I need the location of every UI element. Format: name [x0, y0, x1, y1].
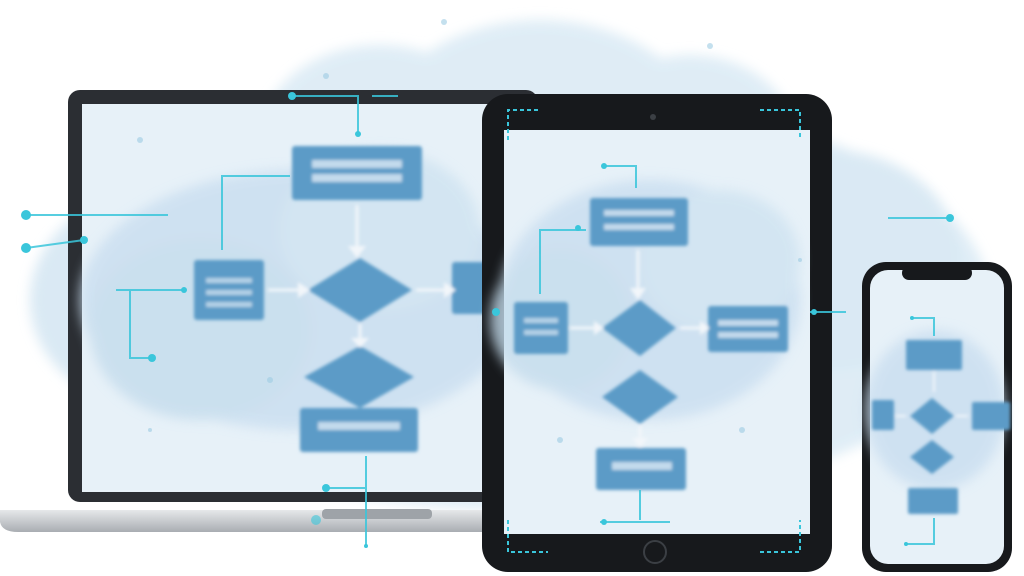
connector-lines: [25, 95, 950, 546]
flowchart-node: [292, 146, 422, 200]
tablet-corner-brackets: [507, 109, 801, 553]
tablet-flowchart: [514, 198, 788, 490]
phone-flowchart: [872, 340, 1010, 514]
flowchart-decision: [602, 300, 676, 356]
flowchart-decision: [308, 258, 412, 322]
flowchart-decision: [304, 346, 414, 408]
flowchart-node: [906, 340, 962, 370]
flowchart-decision: [602, 370, 678, 424]
laptop-icon: [0, 90, 540, 532]
flowchart-node: [708, 306, 788, 352]
laptop-trackpad-notch: [322, 509, 432, 519]
phone-icon: [862, 262, 1012, 572]
flowchart-decision: [910, 398, 954, 434]
flowchart-node: [908, 488, 958, 514]
connector-dots: [21, 92, 954, 548]
tablet-icon: [482, 94, 832, 572]
phone-notch: [902, 266, 972, 280]
background-particles: [137, 19, 802, 443]
flowchart-node: [514, 302, 568, 354]
laptop-screen-cloud: [80, 150, 520, 430]
tablet-camera: [650, 114, 656, 120]
flowchart-node: [590, 198, 688, 246]
flowchart-node: [872, 400, 894, 430]
flowchart-decision: [910, 440, 954, 474]
laptop-base: [0, 510, 540, 532]
flowchart-node: [972, 402, 1010, 430]
tablet-home-button: [643, 540, 667, 564]
